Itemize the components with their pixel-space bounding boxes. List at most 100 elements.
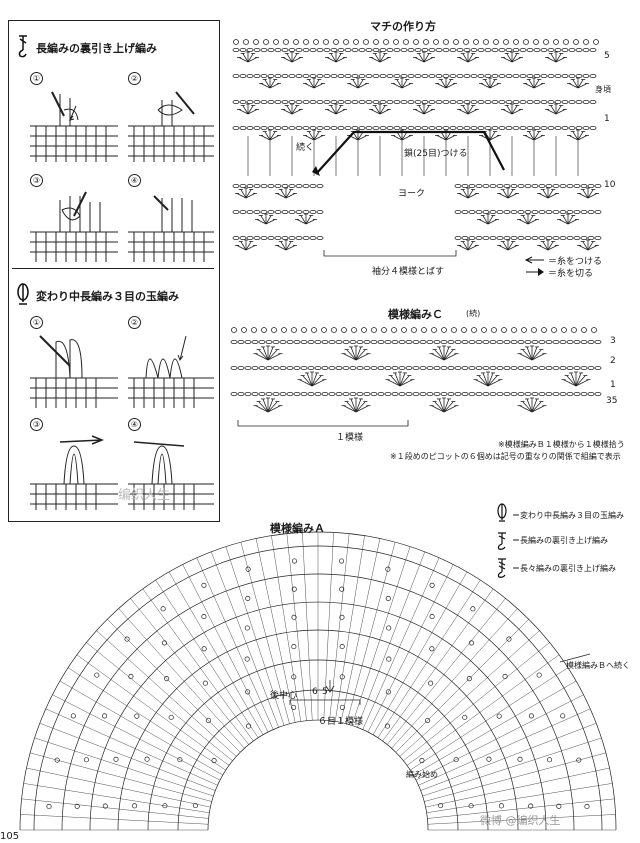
chain-stitch	[489, 392, 497, 397]
chain-stitch	[435, 47, 443, 52]
chain-stitch	[475, 235, 483, 240]
chain-stitch	[554, 74, 562, 79]
chain-stitch	[237, 339, 245, 344]
stitch-line	[374, 53, 381, 63]
chain-stitch	[393, 74, 401, 79]
chain-stitch	[230, 366, 238, 371]
stitch-line	[313, 135, 324, 141]
chain-bridge	[315, 130, 505, 175]
picot	[263, 39, 269, 45]
stitch-line	[357, 83, 368, 89]
chain-stitch	[489, 209, 497, 214]
chain-stitch	[309, 100, 317, 105]
picot	[481, 327, 487, 333]
chain-stitch	[288, 74, 296, 79]
stitch-line	[445, 83, 456, 89]
stitch-line	[387, 379, 401, 387]
legend-puff: ＝変わり中長編み３目の玉編み	[512, 511, 624, 520]
picot	[591, 327, 597, 333]
chain-stitch	[517, 366, 525, 371]
stitch-line	[262, 346, 269, 361]
chain-stitch	[435, 126, 443, 131]
stitch-line	[355, 405, 369, 413]
puff-stitch	[201, 614, 207, 620]
row-number: 3	[610, 336, 616, 346]
radial-stitch	[403, 642, 550, 761]
chain-stitch	[428, 47, 436, 52]
chain-stitch	[442, 126, 450, 131]
chain-stitch	[491, 100, 499, 105]
puff-stitch	[144, 756, 150, 762]
stitch-line	[489, 79, 496, 89]
picot	[541, 327, 547, 333]
radial-stitch	[427, 814, 616, 825]
chain-stitch	[232, 126, 240, 131]
stitch-line	[258, 401, 269, 413]
sleeve-skip-label: 袖分４模様とばす	[372, 267, 445, 277]
chain-stitch	[517, 392, 525, 397]
page-number: 105	[0, 831, 20, 842]
puff-stitch	[246, 723, 252, 729]
stitch-line	[305, 215, 312, 225]
chain-stitch	[526, 47, 534, 52]
chain-stitch	[454, 235, 462, 240]
stitch-line	[538, 193, 549, 199]
chain-stitch	[489, 235, 497, 240]
chain-stitch	[461, 183, 469, 188]
stitch-line	[311, 375, 322, 387]
chain-stitch	[566, 183, 574, 188]
radial-stitch	[21, 798, 209, 819]
chain-stitch	[377, 339, 385, 344]
picot	[313, 39, 319, 45]
continue-label: 続く	[296, 143, 315, 153]
chain-stitch	[377, 392, 385, 397]
stitch-line	[247, 109, 258, 115]
stitch-line	[502, 57, 513, 63]
puff-stitch	[245, 689, 251, 695]
chain-stitch	[510, 183, 518, 188]
chain-stitch	[279, 392, 287, 397]
chain-stitch	[589, 74, 597, 79]
chain-stitch	[328, 392, 336, 397]
stitch-line	[462, 189, 469, 199]
puff-stitch	[339, 586, 345, 592]
chain-stitch	[293, 366, 301, 371]
picot	[483, 39, 489, 45]
puff-stitch	[556, 803, 562, 809]
chain-stitch	[545, 235, 553, 240]
puff-stitch	[291, 586, 297, 592]
puff-stitch	[547, 757, 553, 763]
chain-stitch	[232, 47, 240, 52]
chain-stitch	[372, 47, 380, 52]
chain-stitch	[531, 366, 539, 371]
chain-stitch	[573, 366, 581, 371]
stitch-line	[582, 189, 589, 199]
chain-stitch	[496, 209, 504, 214]
chain-stitch	[428, 100, 436, 105]
chain-stitch	[274, 100, 282, 105]
chain-stitch	[454, 392, 462, 397]
stitch-line	[567, 219, 578, 225]
chain-stitch	[540, 47, 548, 52]
repeat-label: １模様	[336, 433, 364, 443]
chain-stitch	[253, 74, 261, 79]
chain-stitch	[538, 366, 546, 371]
puff-stitch	[291, 614, 297, 620]
chain-stitch	[587, 392, 595, 397]
chain-stitch	[237, 392, 245, 397]
stitch-line	[240, 241, 247, 251]
stitch-line	[487, 219, 498, 225]
chain-stitch	[470, 126, 478, 131]
chain-stitch	[391, 339, 399, 344]
chain-stitch	[239, 235, 247, 240]
radial-stitch	[26, 767, 211, 808]
chain-stitch	[405, 339, 413, 344]
chain-stitch	[547, 126, 555, 131]
stitch-line	[507, 245, 518, 251]
chain-stitch	[505, 47, 513, 52]
chain-stitch	[454, 183, 462, 188]
chain-stitch	[559, 339, 567, 344]
stitch-line	[502, 109, 513, 115]
chain-stitch	[295, 74, 303, 79]
stitch-line	[445, 135, 456, 141]
